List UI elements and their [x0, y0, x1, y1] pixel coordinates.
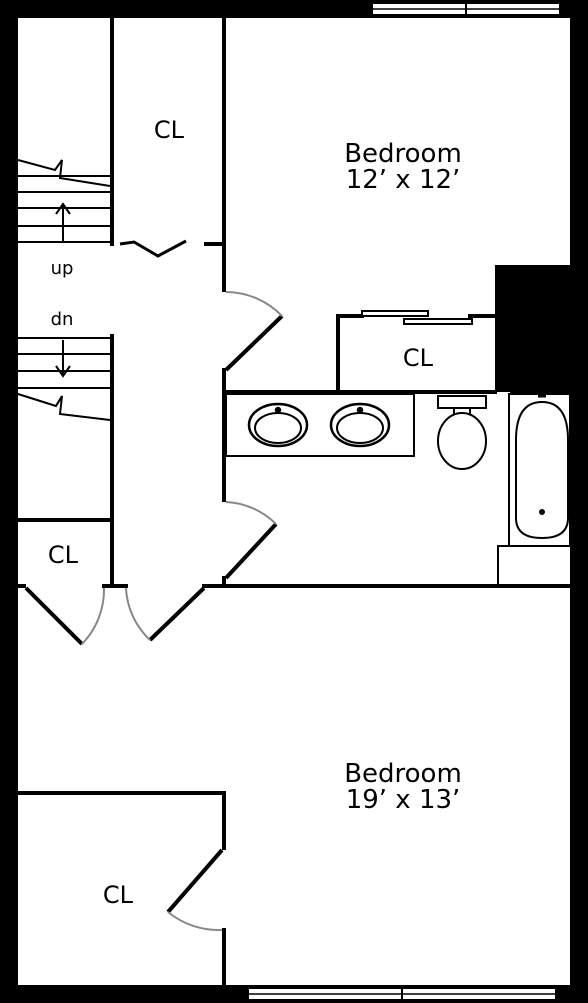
- toilet-icon: [437, 395, 487, 470]
- room-name-bedroom-lower: Bedroom: [344, 759, 462, 789]
- door-upper-bedroom: [224, 291, 284, 372]
- chimney-block: [495, 265, 570, 392]
- closet-label-right-small: CL: [403, 344, 434, 372]
- closet-sliding-door-right: [361, 310, 473, 325]
- closet-bifold-door-top: [119, 239, 222, 258]
- room-size-bedroom-lower: 19’ x 13’: [346, 785, 461, 815]
- stairs-up: [17, 159, 111, 243]
- interior-walls: [16, 16, 572, 987]
- sink-left-icon: [247, 402, 309, 448]
- door-lower-bedroom: [125, 586, 206, 642]
- bathtub-icon: [508, 393, 571, 547]
- closet-label-left-mid: CL: [48, 541, 79, 569]
- bath-cabinet: [497, 545, 570, 584]
- door-left-closet: [24, 586, 106, 646]
- closet-label-bottom-left: CL: [103, 881, 134, 909]
- room-name-bedroom-upper: Bedroom: [344, 139, 462, 169]
- closet-label-top-left: CL: [154, 116, 185, 144]
- room-size-bedroom-upper: 12’ x 12’: [346, 165, 461, 195]
- door-bathroom: [224, 501, 278, 580]
- stairs-down-label: dn: [51, 309, 74, 330]
- window-bottom: [247, 987, 557, 1001]
- door-bottom-closet: [166, 848, 224, 932]
- stairs-up-label: up: [51, 258, 74, 279]
- sink-right-icon: [329, 402, 391, 448]
- window-top: [371, 2, 561, 16]
- stairs-down: [17, 337, 111, 421]
